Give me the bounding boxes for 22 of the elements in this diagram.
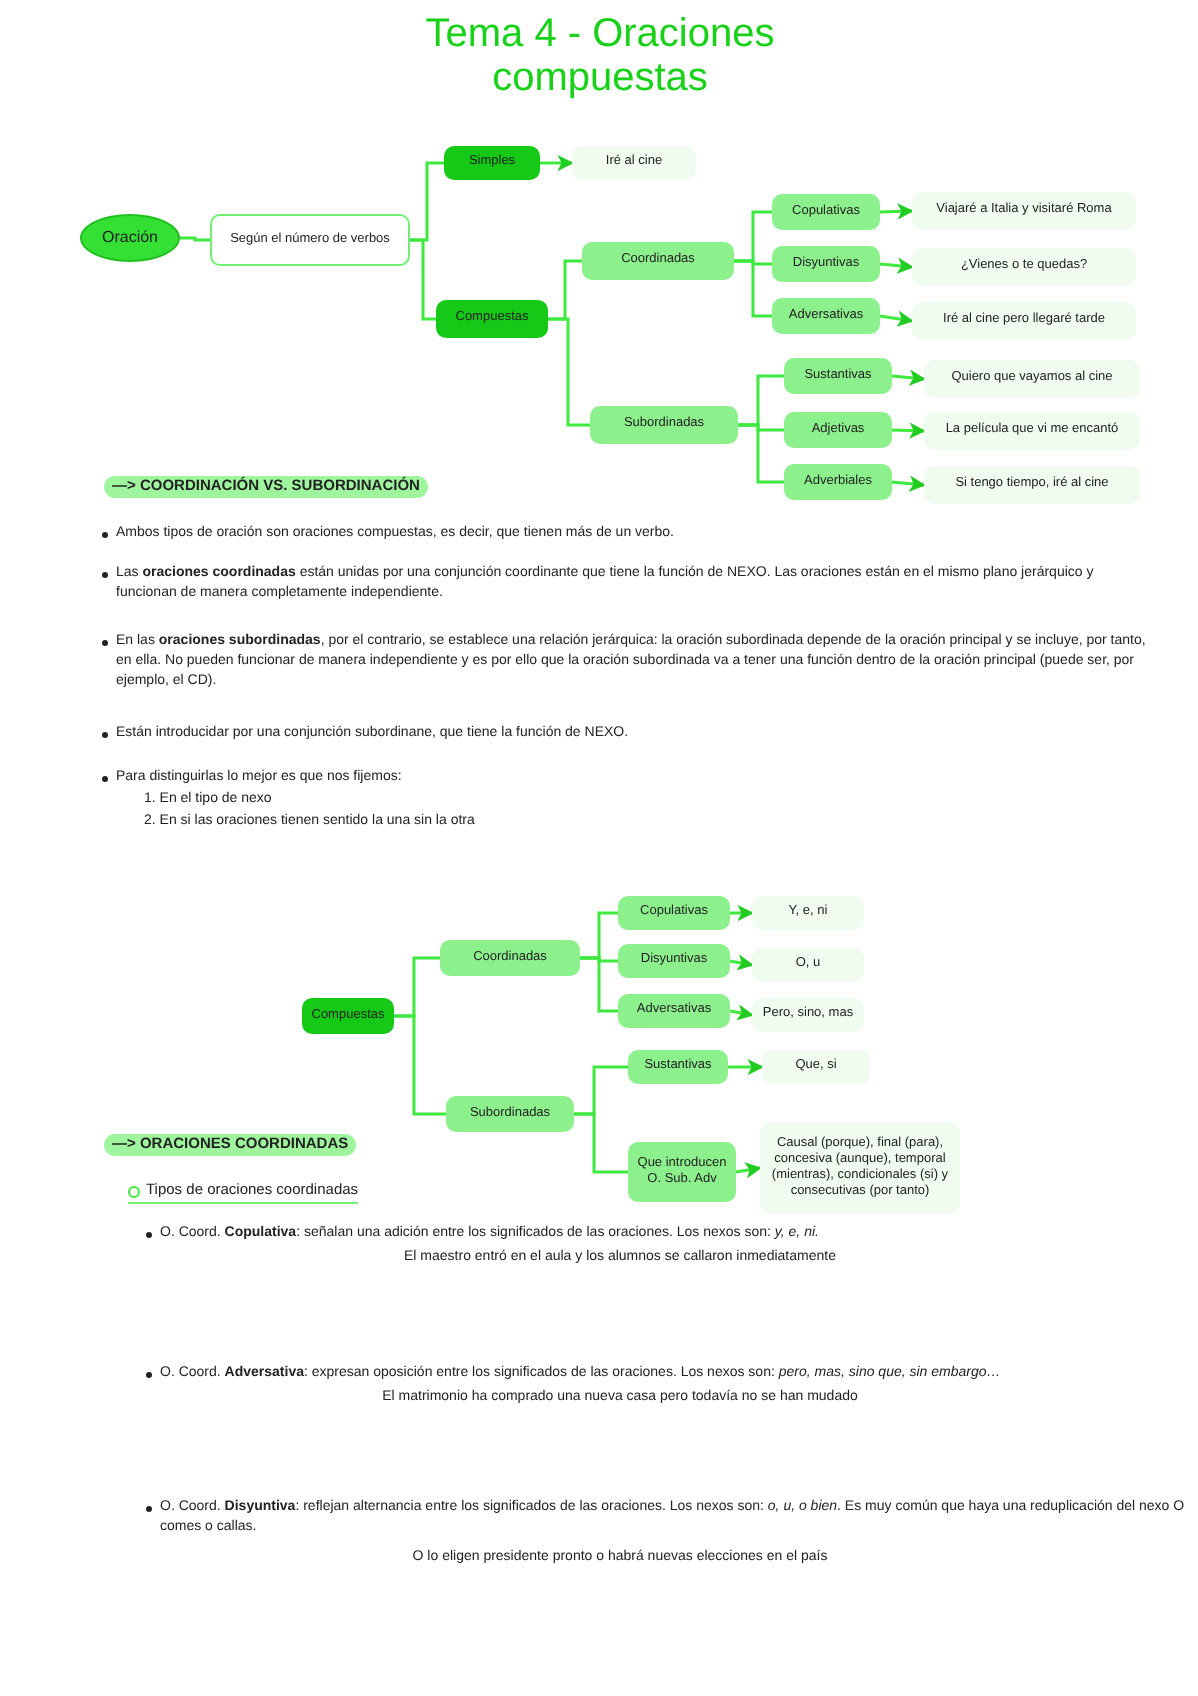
chevron-arrow [735, 1163, 761, 1178]
chevron-arrow [729, 1005, 753, 1020]
chevron-arrow [879, 204, 913, 219]
chevron-arrow [891, 423, 925, 438]
branch-line [580, 956, 618, 1013]
branch-line [738, 423, 784, 484]
branch-line [180, 236, 210, 242]
chevron-arrow [891, 370, 925, 385]
chevron-arrow [729, 955, 753, 970]
page-title: Tema 4 - Oraciones compuestas [423, 12, 777, 100]
branch-line [410, 238, 436, 321]
chevron-arrow [730, 905, 753, 921]
chevron-arrow [728, 1059, 763, 1075]
branch-line [548, 317, 590, 427]
branch-line [574, 1112, 628, 1174]
chevron-arrow [540, 155, 573, 171]
root-oval: Oración [80, 214, 180, 262]
chevron-arrow [891, 476, 925, 491]
branch-line [734, 259, 772, 318]
branch-line [394, 1014, 446, 1116]
chevron-arrow [879, 311, 913, 327]
chevron-arrow [879, 258, 913, 273]
